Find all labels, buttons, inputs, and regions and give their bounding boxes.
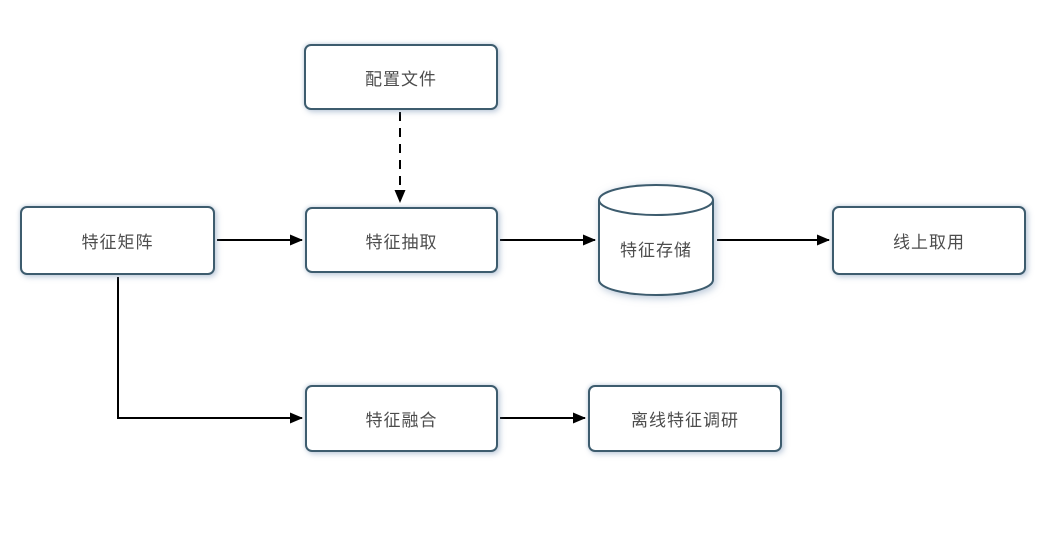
node-feature-fusion-label: 特征融合 [365, 411, 438, 430]
node-online-access-label: 线上取用 [893, 233, 965, 252]
node-config-file: 配置文件 [304, 44, 498, 110]
node-feature-matrix-label: 特征矩阵 [81, 233, 154, 252]
cylinder-shape-icon [598, 184, 714, 296]
node-offline-research: 离线特征调研 [588, 385, 782, 452]
connector-matrix-to-fusion [117, 277, 303, 424]
node-feature-fusion: 特征融合 [305, 385, 498, 452]
node-feature-extract: 特征抽取 [305, 207, 498, 273]
node-feature-matrix: 特征矩阵 [20, 206, 215, 275]
node-online-access: 线上取用 [832, 206, 1026, 275]
node-feature-extract-label: 特征抽取 [365, 232, 438, 252]
node-feature-store: 特征存储 [596, 183, 716, 297]
node-feature-store-label: 特征存储 [620, 240, 692, 260]
node-offline-research-label: 离线特征调研 [631, 411, 739, 430]
node-config-file-label: 配置文件 [365, 69, 437, 89]
